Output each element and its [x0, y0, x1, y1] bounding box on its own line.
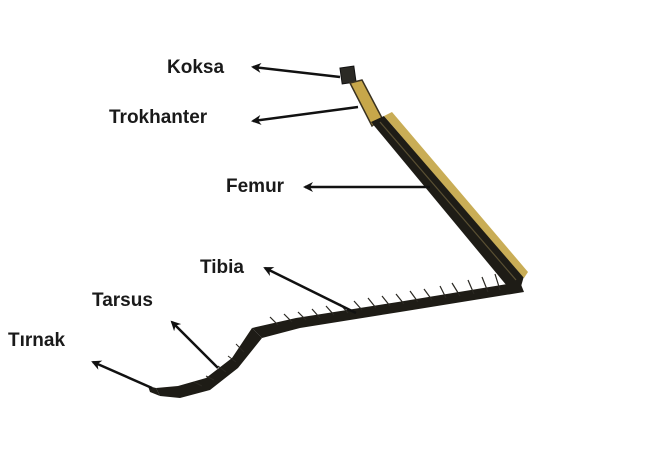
koksa-arrow [253, 67, 340, 77]
femur-segment [371, 116, 524, 292]
tirnak-arrow [93, 362, 152, 388]
trokhanter-label: Trokhanter [109, 108, 207, 127]
femur-label: Femur [226, 177, 284, 196]
tarsus-label: Tarsus [92, 291, 153, 310]
trochanter-segment [350, 80, 382, 126]
femur-highlight [380, 122, 516, 280]
trokhanter-arrow [253, 107, 358, 121]
tibia-arrow [265, 268, 356, 313]
tibia-segment [252, 282, 524, 338]
tibia-label: Tibia [200, 258, 244, 277]
tarsus-segment [156, 328, 262, 398]
coxa-segment [340, 66, 356, 84]
tirnak-label: Tırnak [8, 331, 65, 350]
tarsus-arrow [172, 322, 218, 368]
femur-gold-edge [384, 112, 528, 278]
koksa-label: Koksa [167, 58, 224, 77]
